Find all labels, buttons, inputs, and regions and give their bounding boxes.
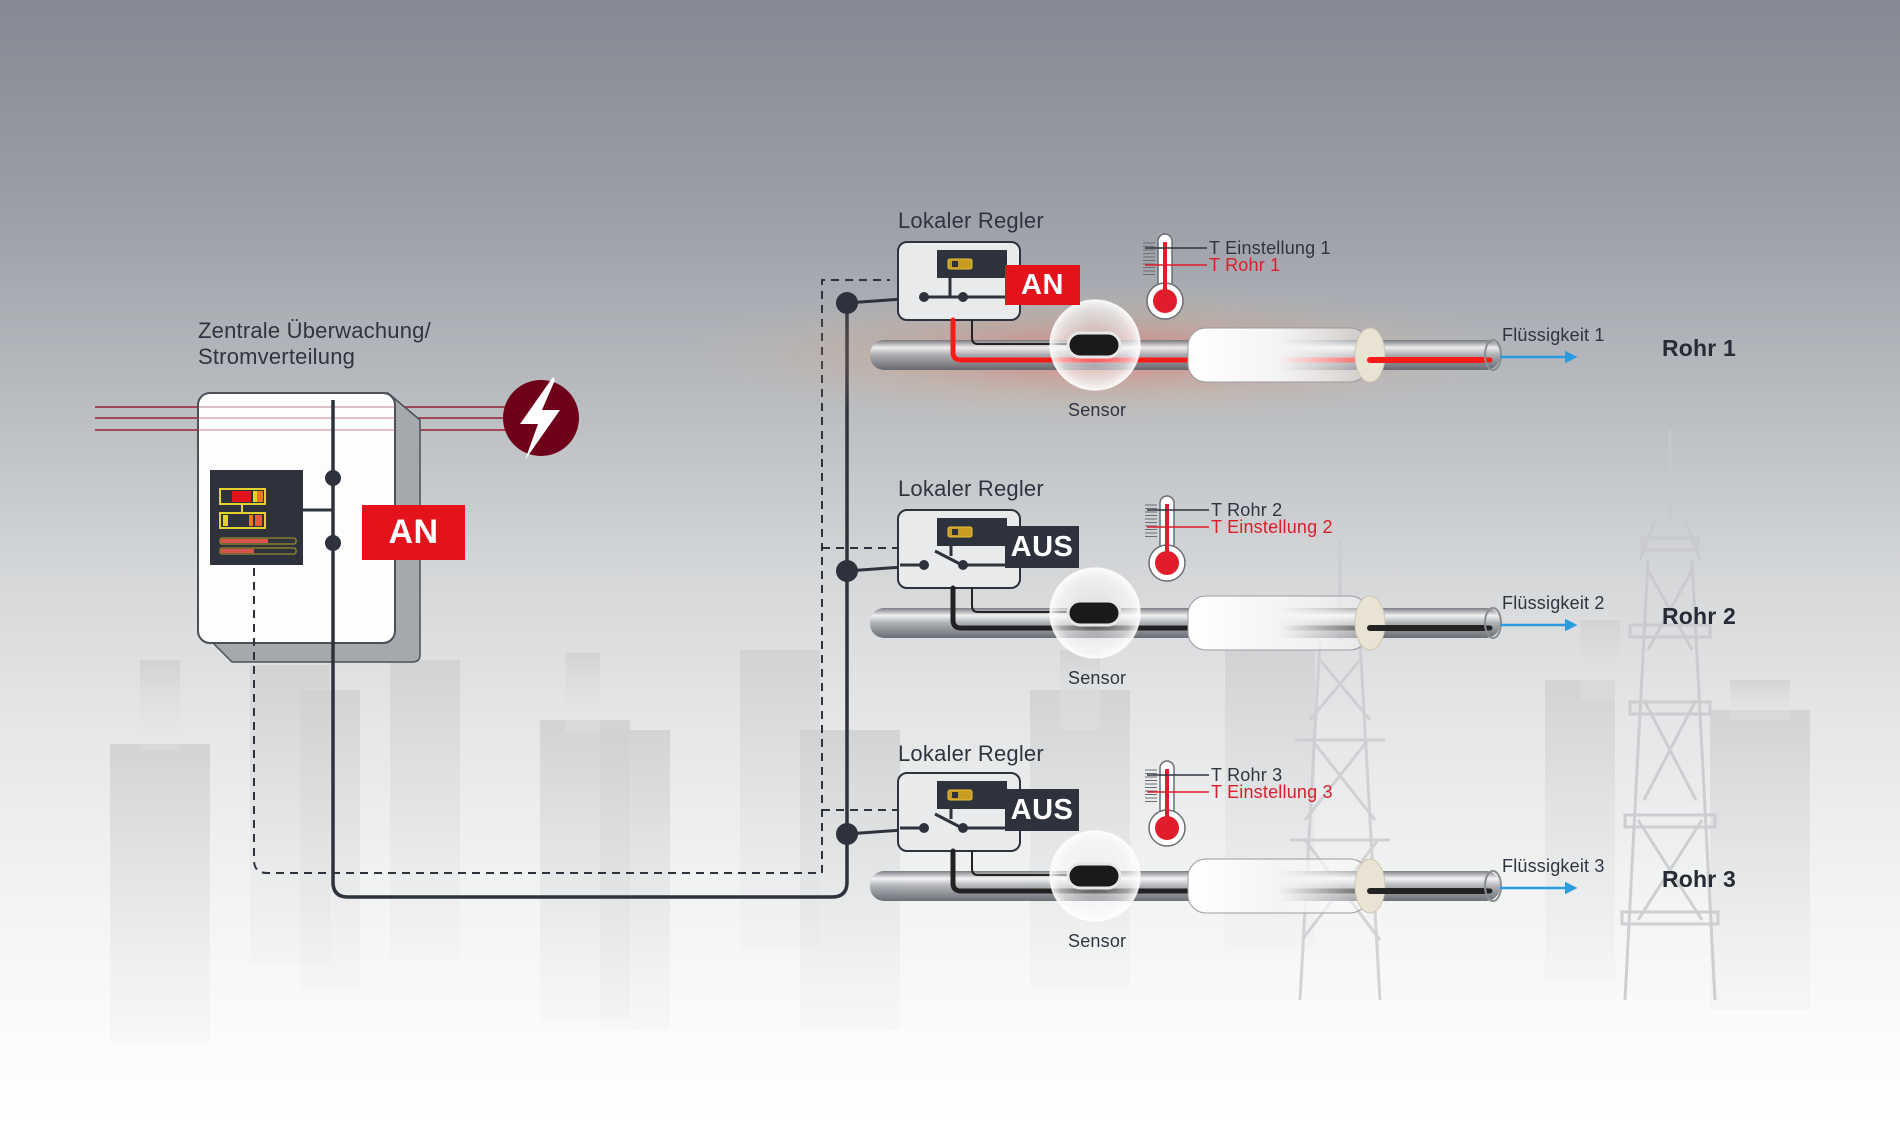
central-title-line2: Stromverteilung [198,344,356,369]
thermometer-icon [1145,760,1209,847]
control-panel-icon [210,470,303,565]
fluid-label: Flüssigkeit 2 [1502,593,1605,613]
circuit-2 [836,495,1578,659]
thermometer-icon [1145,495,1209,582]
controller-status-badge[interactable]: AUS [1005,789,1079,831]
pipe-label: Rohr 2 [1662,603,1737,629]
central-title-line1: Zentrale Überwachung/ [198,318,431,343]
pipe-label: Rohr 1 [1662,335,1737,361]
controller-status-badge[interactable]: AN [1005,265,1080,305]
controller-label: Lokaler Regler [898,741,1044,766]
controller-status-badge[interactable]: AUS [1005,526,1079,568]
lightning-bolt-icon [503,377,579,460]
thermo-line2: T Einstellung 2 [1211,517,1333,537]
thermo-line1: T Rohr 3 [1211,765,1283,785]
thermometer-icon [1143,233,1207,320]
circuit-3 [836,760,1578,922]
signal-line [253,279,910,874]
thermo-line1: T Einstellung 1 [1209,238,1331,258]
circuit-1 [680,233,1578,425]
thermo-line2: T Rohr 1 [1209,255,1281,275]
sensor-label: Sensor [1068,400,1127,420]
fluid-label: Flüssigkeit 1 [1502,325,1605,345]
thermo-line2: T Einstellung 3 [1211,782,1333,802]
sensor-label: Sensor [1068,931,1127,951]
power-bus [331,303,849,899]
controller-label: Lokaler Regler [898,208,1044,233]
controller-label: Lokaler Regler [898,476,1044,501]
sensor-label: Sensor [1068,668,1127,688]
pipe-label: Rohr 3 [1662,866,1737,892]
fluid-label: Flüssigkeit 3 [1502,856,1605,876]
central-status-badge[interactable]: AN [362,505,465,560]
thermo-line1: T Rohr 2 [1211,500,1283,520]
